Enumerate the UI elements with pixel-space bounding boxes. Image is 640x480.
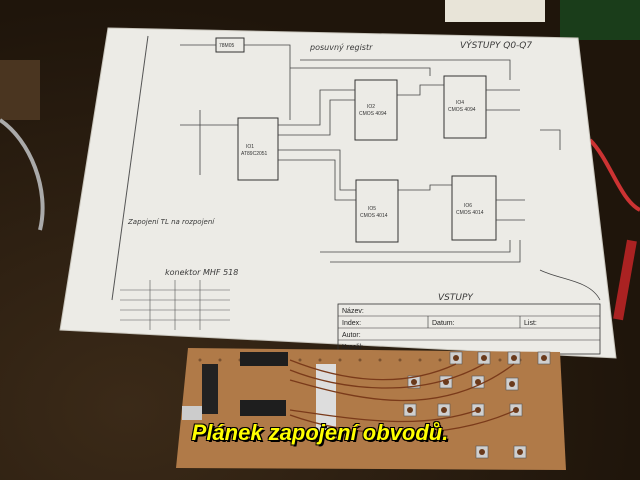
mcu-chip — [202, 364, 218, 414]
ic2-ref: IO2 — [367, 104, 375, 110]
connector-grid — [120, 280, 230, 330]
schematic-paper — [59, 27, 617, 359]
red-probe — [613, 239, 637, 321]
wires — [180, 44, 601, 301]
ic4-chip: IO4 CMOS 4094 — [443, 75, 487, 139]
ic5-ref: IO5 — [368, 206, 376, 212]
pcb-corner — [560, 0, 640, 40]
crystal — [182, 406, 202, 420]
ic4-part: CMOS 4094 — [448, 107, 476, 113]
tb-check: Kreslil: — [342, 344, 363, 351]
ic5-part: CMOS 4014 — [360, 213, 388, 219]
ic6-part: CMOS 4014 — [456, 210, 484, 216]
chip-top — [240, 352, 288, 366]
ic4-ref: IO4 — [456, 100, 464, 106]
white-cable — [316, 364, 336, 434]
note-serial: posuvný registr — [309, 43, 373, 52]
ic1-part: AT89C2051 — [241, 151, 268, 157]
caption: Plánek zapojení obvodů. — [191, 420, 449, 445]
note-outputs: VÝSTUPY Q0-Q7 — [460, 39, 532, 51]
note-programmer: Zapojení TL na rozpojení — [127, 218, 215, 226]
note-pins: konektor MHF 518 — [165, 268, 238, 277]
margin-line — [111, 35, 149, 301]
regulator-label: 78M05 — [219, 43, 235, 49]
cable — [0, 118, 45, 231]
tb-index: Index: — [342, 320, 361, 327]
board-wires — [289, 359, 517, 434]
button-caps — [407, 355, 547, 455]
tb-date: Datum: — [432, 320, 455, 327]
tb-sheet: List: — [524, 320, 537, 327]
note-inputs: VSTUPY — [438, 293, 474, 303]
ic5-chip: IO5 CMOS 4014 — [355, 179, 399, 243]
ic2-part: CMOS 4094 — [359, 111, 387, 117]
ic1-ref: IO1 — [246, 144, 254, 150]
ic2-chip: IO2 CMOS 4094 — [354, 79, 398, 141]
chip-bottom — [240, 400, 286, 416]
ic6-chip: IO6 CMOS 4014 — [451, 175, 497, 241]
tb-author: Autor: — [342, 332, 361, 339]
tb-name: Název: — [342, 308, 364, 315]
cables-left — [0, 60, 40, 120]
ic1-chip: IO1 AT89C2051 — [237, 117, 279, 181]
perfboard — [176, 348, 566, 470]
red-wire — [588, 138, 640, 212]
ic6-ref: IO6 — [464, 203, 472, 209]
top-object — [445, 0, 545, 22]
